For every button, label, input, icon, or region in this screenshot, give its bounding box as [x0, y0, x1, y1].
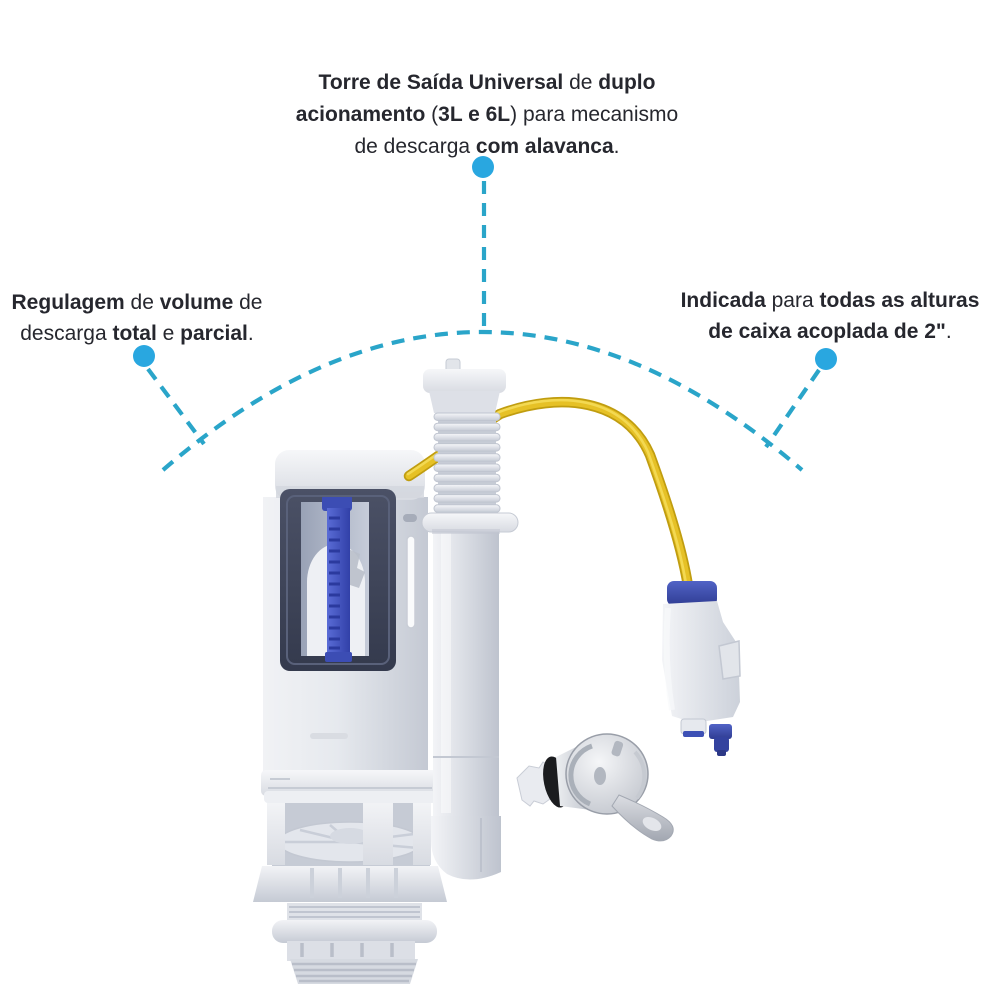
flush-valve-tower: [263, 450, 428, 773]
callout-dot-top: [472, 156, 494, 178]
annotation-line: de descarga com alavanca.: [277, 131, 697, 163]
annotation-segment: para: [765, 289, 820, 312]
corrugated-overflow-tube: [421, 358, 519, 534]
annotation-segment: e: [156, 322, 181, 345]
annotation-segment: (: [425, 103, 439, 126]
annotation-segment: volume: [159, 291, 234, 314]
lever-face: [565, 733, 649, 815]
annotation-segment: acionamento: [295, 103, 426, 126]
body-mark: [310, 733, 348, 739]
annotation-segment: todas as alturas: [819, 289, 980, 312]
blue-adjustment-rack: [322, 495, 352, 662]
threaded-outlet: [272, 903, 437, 984]
callout-dot-right: [815, 348, 837, 370]
annotation-segment: Torre de Saída Universal: [318, 71, 564, 94]
annotation-segment: .: [945, 320, 952, 343]
tower-base-frame: [253, 770, 447, 902]
annotation-segment: parcial: [180, 322, 248, 345]
annotation-segment: ) para mecanismo: [510, 103, 679, 126]
annotation-line: Indicada para todas as alturas: [660, 285, 1000, 316]
annotation-segment: descarga: [20, 322, 113, 345]
annotation-segment: de: [233, 291, 263, 314]
annotation-line: descarga total e parcial.: [0, 318, 287, 349]
body-slot: [403, 514, 417, 522]
actuator-blue-cap: [667, 581, 717, 606]
base-skirt: [253, 866, 447, 902]
annotation-segment: Indicada: [680, 289, 766, 312]
annotation-segment: de caixa acoplada de 2": [708, 320, 946, 343]
annotation-line: Regulagem de volume de: [0, 287, 287, 318]
annotation-line: Torre de Saída Universal de duplo: [277, 67, 697, 99]
annotation-segment: Regulagem: [11, 291, 125, 314]
leader-right: [764, 368, 821, 449]
callout-arc: [161, 329, 804, 472]
leader-left: [146, 367, 206, 446]
chrome-flush-lever: [516, 733, 674, 842]
cable-actuator-unit: [662, 581, 741, 756]
annotation-segment: 3L e 6L: [438, 103, 511, 126]
annotation-segment: .: [613, 135, 620, 158]
annotation-line: acionamento (3L e 6L) para mecanismo: [277, 99, 697, 131]
volume-sight-window: [280, 489, 396, 671]
actuator-blue-plungers: [680, 718, 732, 756]
annotation-segment: .: [247, 322, 254, 345]
base-flange: [272, 920, 437, 943]
annotation-segment: com alavanca: [475, 135, 614, 158]
body-groove: [406, 535, 416, 629]
annotation-line: de caixa acoplada de 2".: [660, 316, 1000, 347]
annotation-segment: total: [112, 322, 157, 345]
annotation-segment: de: [124, 291, 160, 314]
annotation-segment: duplo: [598, 71, 656, 94]
callout-dot-left: [133, 345, 155, 367]
overflow-standpipe: [431, 530, 501, 880]
annotation-segment: de descarga: [354, 135, 476, 158]
annotation-segment: de: [563, 71, 599, 94]
